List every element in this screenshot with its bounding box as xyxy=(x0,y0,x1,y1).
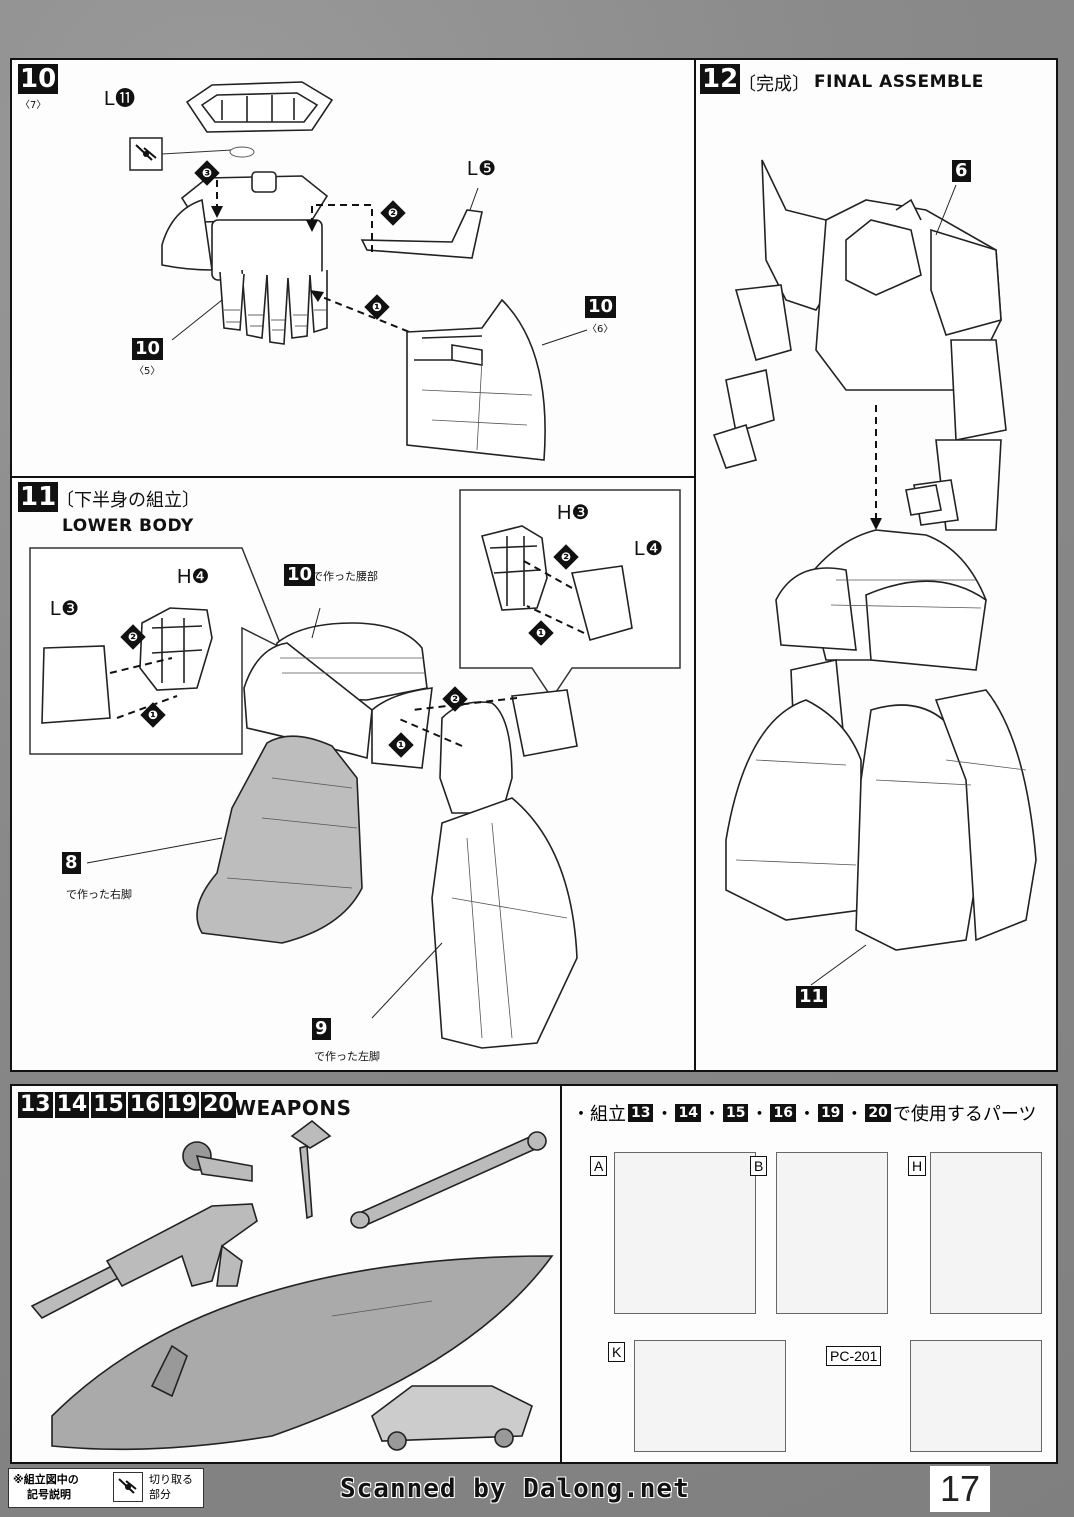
ref-step-8-text: で作った右脚 xyxy=(66,888,132,901)
ref-step-10-text: で作った腰部 xyxy=(312,570,378,583)
weapons-illustration xyxy=(30,1119,554,1451)
step-11-number: 11 xyxy=(18,482,59,512)
step-11-illustration xyxy=(29,489,681,1049)
step-10-sub: 〈7〉 xyxy=(20,100,47,111)
scan-watermark: Scanned by Dalong.net xyxy=(340,1474,690,1504)
cut-legend-text: 切り取る 部分 xyxy=(149,1472,193,1502)
step-12-panel: 12 〔完成〕 FINAL ASSEMBLE xyxy=(694,58,1058,1072)
runner-a-label: A xyxy=(590,1156,608,1176)
order-step-1: ❶ xyxy=(364,294,390,320)
weapons-step-14: 14 xyxy=(54,1092,90,1118)
legend-title: ※組立図中の 記号説明 xyxy=(13,1472,79,1502)
step-10-number: 10 xyxy=(18,64,59,94)
parts-heading: ・組立 13・ 14・ 15・ 16・ 19・ 20 で使用するパーツ xyxy=(572,1100,1037,1126)
cut-legend-line-1: 切り取る xyxy=(149,1473,193,1486)
ref-step-10: 10 xyxy=(284,564,316,586)
weapons-step-numbers: 13 14 15 16 19 20 xyxy=(18,1092,236,1118)
step-10-illustration xyxy=(129,81,588,461)
ref-step-10-6-sub: 〈6〉 xyxy=(587,324,614,335)
weapons-step-19: 19 xyxy=(164,1092,200,1118)
ref-step-9: 9 xyxy=(312,1018,331,1040)
parts-heading-prefix: ・組立 xyxy=(572,1104,626,1125)
runner-pc201 xyxy=(910,1340,1042,1452)
order-step-2-left: ❷ xyxy=(120,624,146,650)
parts-heading-13: 13 xyxy=(628,1104,654,1122)
runner-b-label: B xyxy=(750,1156,768,1176)
step-10-panel: 10 〈7〉 xyxy=(10,58,696,478)
parts-heading-15: 15 xyxy=(722,1104,749,1122)
ref-step-11: 11 xyxy=(796,986,828,1008)
step-11-title-en: LOWER BODY xyxy=(62,516,194,536)
parts-panel-divider xyxy=(560,1086,562,1462)
runner-k xyxy=(634,1340,786,1452)
order-step-2: ❷ xyxy=(380,200,406,226)
parts-heading-16: 16 xyxy=(770,1104,796,1122)
weapons-panel: 13 14 15 16 19 20 WEAPONS xyxy=(10,1084,1058,1464)
step-12-number: 12 xyxy=(700,64,741,94)
part-label-h3-right: H❸ xyxy=(557,502,590,524)
weapons-step-15: 15 xyxy=(91,1092,126,1118)
order-step-3: ❸ xyxy=(194,160,220,186)
weapons-step-20: 20 xyxy=(201,1092,236,1118)
runner-h xyxy=(930,1152,1042,1314)
step-11-panel: 11 〔下半身の組立〕 LOWER BODY xyxy=(10,476,696,1072)
cut-legend-line-2: 部分 xyxy=(149,1488,171,1501)
parts-heading-19: 19 xyxy=(817,1104,844,1122)
weapons-step-16: 16 xyxy=(127,1092,163,1118)
part-label-l4-right: L❹ xyxy=(634,538,664,560)
order-step-1-left: ❶ xyxy=(140,702,166,728)
legend-line-2: 記号説明 xyxy=(27,1488,71,1501)
part-label-h4-left: H❹ xyxy=(177,566,210,588)
runner-pc201-label: PC-201 xyxy=(826,1346,882,1366)
ref-step-10-5-sub: 〈5〉 xyxy=(134,366,161,377)
parts-heading-20: 20 xyxy=(865,1104,891,1122)
order-step-1-center: ❶ xyxy=(388,732,414,758)
part-label-l11: L⓫ xyxy=(104,88,136,110)
weapons-title: WEAPONS xyxy=(234,1096,352,1120)
ref-step-9-text: で作った左脚 xyxy=(314,1050,380,1063)
part-label-l3-left: L❸ xyxy=(50,598,80,620)
order-step-2-right: ❷ xyxy=(553,544,579,570)
runner-a xyxy=(614,1152,756,1314)
order-step-1-right: ❶ xyxy=(528,620,554,646)
order-step-2-center: ❷ xyxy=(442,686,468,712)
step-11-title-jp: 〔下半身の組立〕 xyxy=(56,490,200,511)
ref-step-10-5: 10 xyxy=(132,338,164,360)
step-12-title-jp: 〔完成〕 xyxy=(738,74,810,95)
page-number: 17 xyxy=(930,1466,990,1512)
ref-step-8: 8 xyxy=(62,852,81,874)
legend-box: ※組立図中の 記号説明 切り取る 部分 xyxy=(8,1468,204,1508)
parts-heading-14: 14 xyxy=(675,1104,701,1122)
step-12-title-en: FINAL ASSEMBLE xyxy=(814,72,984,92)
runner-k-label: K xyxy=(608,1342,626,1362)
runner-b xyxy=(776,1152,888,1314)
legend-line-1: ※組立図中の xyxy=(13,1473,79,1486)
step-12-illustration xyxy=(712,159,1037,986)
weapons-step-13: 13 xyxy=(18,1092,53,1118)
ref-step-10-6: 10 xyxy=(585,296,617,318)
ref-step-6: 6 xyxy=(952,160,971,182)
parts-heading-suffix: で使用するパーツ xyxy=(892,1104,1037,1125)
cut-legend-icon xyxy=(113,1472,143,1502)
runner-h-label: H xyxy=(908,1156,927,1176)
part-label-l5: L❺ xyxy=(467,158,497,180)
